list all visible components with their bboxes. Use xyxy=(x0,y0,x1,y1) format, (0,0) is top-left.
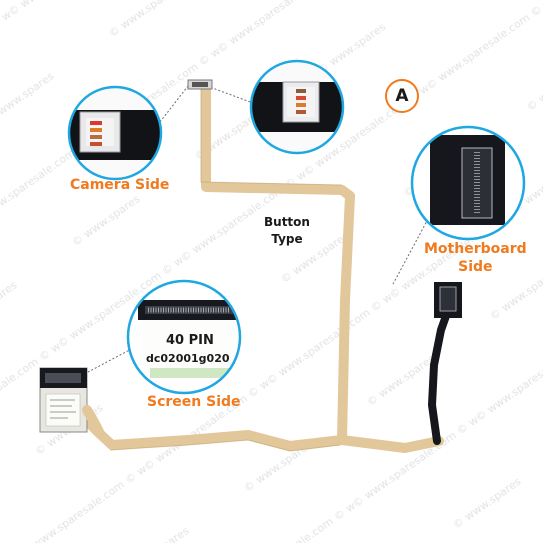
screen-side-label: Screen Side xyxy=(147,394,241,410)
motherboard-side-label: Motherboard Side xyxy=(424,240,527,276)
camera-connector xyxy=(187,79,213,90)
part-number-label: dc02001g020 xyxy=(146,352,230,365)
button-type-label: Button Type xyxy=(264,214,310,248)
screen-side-callout xyxy=(126,279,242,395)
camera-connector-callout xyxy=(249,59,345,155)
motherboard-side-label-line2: Side xyxy=(458,259,493,275)
motherboard-side-label-line1: Motherboard xyxy=(424,241,527,257)
cable-edge xyxy=(109,88,343,452)
pin-count-label: 40 PIN xyxy=(166,333,214,348)
motherboard-side-callout xyxy=(410,125,526,241)
button-type-line1: Button xyxy=(264,215,310,229)
camera-side-label: Camera Side xyxy=(70,177,170,193)
screen-connector xyxy=(39,367,105,439)
camera-side-callout xyxy=(67,85,163,181)
variant-badge: A xyxy=(385,79,419,113)
button-type-line2: Type xyxy=(271,232,303,246)
motherboard-cable xyxy=(427,282,462,445)
